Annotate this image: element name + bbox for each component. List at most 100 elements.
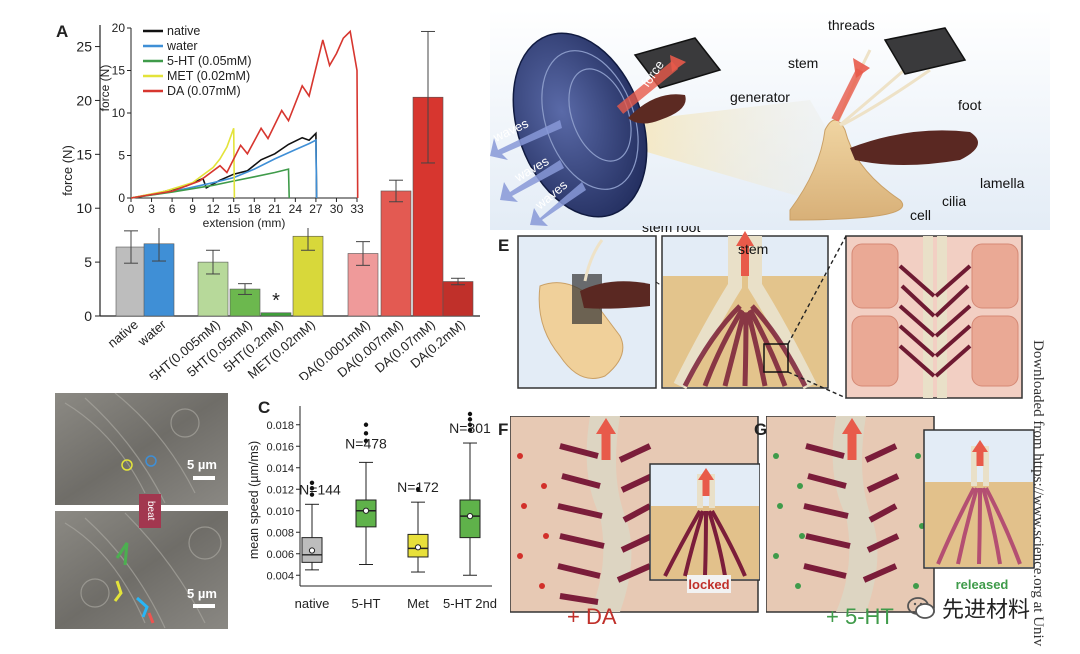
c-outlier xyxy=(467,422,473,427)
a-inset-xtick-label: 27 xyxy=(309,202,323,216)
a-inset-xtick-label: 9 xyxy=(189,202,196,216)
a-ytick-label: 20 xyxy=(76,92,92,108)
wechat-icon xyxy=(907,597,935,619)
c-n-label: N=144 xyxy=(299,481,341,497)
a-inset-legend-label: native xyxy=(167,24,200,38)
panel-label-f: F xyxy=(498,420,509,439)
caption-da: + DA xyxy=(567,604,617,629)
a-ytick-label: 25 xyxy=(76,39,92,55)
c-category-label: Met xyxy=(407,596,429,611)
c-category-label: 5-HT xyxy=(352,596,381,611)
a-inset-ytick-label: 0 xyxy=(118,191,125,205)
panel-label-c: C xyxy=(258,398,271,417)
microscopy-image: 5 µm 5 µm beat xyxy=(55,393,228,629)
c-outlier xyxy=(415,487,421,492)
a-category-label: native xyxy=(105,317,141,351)
c-outlier xyxy=(309,480,315,485)
diagram-e: stem stem root xyxy=(517,226,1023,399)
a-inset-ytick-label: 5 xyxy=(118,149,125,163)
diagram-d: force waves waves waves threads stem gen… xyxy=(490,10,1050,230)
c-outlier xyxy=(363,438,369,444)
a-inset-xtick-label: 18 xyxy=(248,202,262,216)
a-inset-xtick-label: 21 xyxy=(268,202,282,216)
beat-marker: beat xyxy=(139,494,161,528)
watermark: 先进材料 xyxy=(906,588,1056,628)
a-inset-xtick-label: 0 xyxy=(128,202,135,216)
a-inset-ytick-label: 10 xyxy=(112,106,126,120)
a-inset-series-line xyxy=(130,138,318,199)
a-inset-legend-label: water xyxy=(166,39,198,53)
c-mean-marker xyxy=(362,507,370,514)
a-ytick-label: 5 xyxy=(84,254,92,270)
a-bar xyxy=(442,281,474,317)
label-stem-e: stem xyxy=(738,241,768,257)
a-inset-ytick-label: 20 xyxy=(112,21,126,35)
c-category-label: native xyxy=(295,596,330,611)
c-ytick-label: 0.016 xyxy=(266,441,294,453)
scalebar-label-bottom: 5 µm xyxy=(187,586,217,601)
label-threads: threads xyxy=(828,17,875,33)
caption-5ht: + 5-HT xyxy=(826,604,894,629)
c-ytick-label: 0.006 xyxy=(266,549,294,561)
c-ytick-label: 0.008 xyxy=(266,527,294,539)
a-inset-ytick-label: 15 xyxy=(112,64,126,78)
a-bar xyxy=(260,312,292,317)
a-ytick-label: 10 xyxy=(76,200,92,216)
a-inset-ylabel: force (N) xyxy=(98,65,112,112)
a-inset-xtick-label: 33 xyxy=(350,202,364,216)
c-outlier xyxy=(467,427,473,433)
c-mean-marker xyxy=(308,547,316,554)
c-ytick-label: 0.014 xyxy=(266,463,294,475)
c-outlier xyxy=(363,422,369,427)
a-category-label: water xyxy=(134,316,169,349)
c-outlier xyxy=(309,485,315,491)
a-inset-series-line xyxy=(130,128,236,199)
label-generator: generator xyxy=(730,89,790,105)
label-stem-root: stem root xyxy=(642,226,700,235)
panel-label-g: G xyxy=(754,420,768,439)
label-cell: cell xyxy=(910,207,931,223)
a-inset-xtick-label: 15 xyxy=(227,202,241,216)
a-inset-xtick-label: 3 xyxy=(148,202,155,216)
a-inset-legend-label: 5-HT (0.05mM) xyxy=(167,54,252,68)
label-stem-d: stem xyxy=(788,55,818,71)
c-ylabel: mean speed (µm/ms) xyxy=(247,441,261,559)
diagram-f: locked xyxy=(510,416,760,613)
c-outlier xyxy=(467,417,473,422)
inset-label-released: released xyxy=(956,577,1009,592)
a-ytick-label: 15 xyxy=(76,146,92,162)
panel-label-e: E xyxy=(498,236,510,255)
a-ylabel: force (N) xyxy=(60,145,75,196)
a-annotation: * xyxy=(272,290,280,312)
a-inset-legend-label: MET (0.02mM) xyxy=(167,69,250,83)
c-category-label: 5-HT 2nd xyxy=(443,596,497,611)
c-ytick-label: 0.004 xyxy=(266,570,294,582)
a-inset-series-line xyxy=(130,29,359,199)
a-inset-xlabel: extension (mm) xyxy=(203,216,286,230)
c-n-label: N=478 xyxy=(345,435,387,451)
watermark-text: 先进材料 xyxy=(942,598,1031,623)
c-mean-marker xyxy=(466,513,474,520)
c-ytick-label: 0.018 xyxy=(266,420,294,432)
a-inset-xtick-label: 30 xyxy=(330,202,344,216)
c-n-label: N=301 xyxy=(449,420,491,436)
label-foot: foot xyxy=(958,97,981,113)
chart-c: 0.004 0.006 0.008 0.010 0.012 0.014 0.016 0.018… xyxy=(247,406,497,611)
c-outlier xyxy=(309,492,315,497)
a-bar xyxy=(229,288,261,317)
a-inset-xtick-label: 24 xyxy=(289,202,303,216)
c-outlier xyxy=(363,431,369,436)
panel-label-a: A xyxy=(56,22,69,41)
a-bar xyxy=(380,190,412,317)
a-inset-series-line xyxy=(130,168,290,199)
c-ytick-label: 0.010 xyxy=(266,506,294,518)
a-inset-xtick-label: 12 xyxy=(207,202,221,216)
c-n-label: N=172 xyxy=(397,479,439,495)
c-ytick-label: 0.012 xyxy=(266,484,294,496)
generator-body xyxy=(789,119,903,221)
a-inset-legend-label: DA (0.07mM) xyxy=(167,84,241,98)
a-ytick-label: 0 xyxy=(84,308,92,324)
label-lamella: lamella xyxy=(980,175,1025,191)
a-inset-xtick-label: 6 xyxy=(169,202,176,216)
